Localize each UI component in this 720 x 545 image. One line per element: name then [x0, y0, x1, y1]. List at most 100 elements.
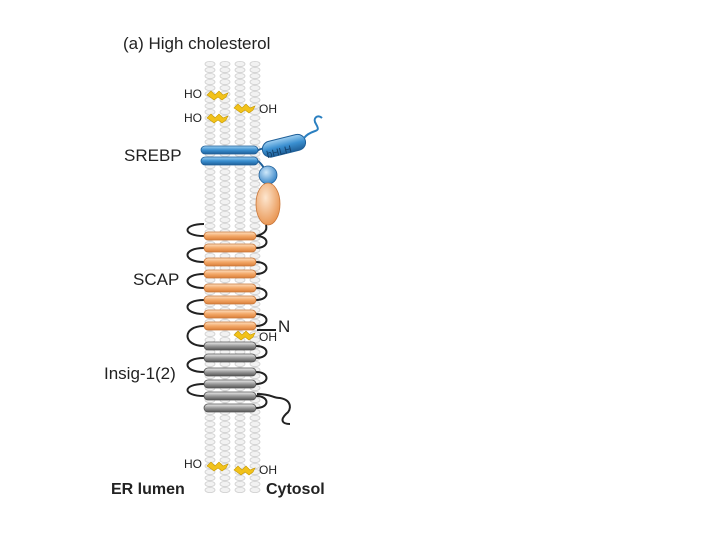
lipid-headgroup: [219, 73, 231, 80]
lipid-headgroup: [219, 444, 231, 451]
lipid-headgroup: [219, 222, 231, 229]
lipid-headgroup: [219, 330, 231, 337]
ho-label-top-1: HO: [184, 87, 202, 101]
lipid-headgroup: [234, 132, 246, 139]
lipid-headgroup: [234, 414, 246, 421]
lipid-headgroup: [204, 73, 216, 80]
lipid-headgroup: [219, 61, 231, 68]
lipid-headgroup: [219, 204, 231, 211]
srebp-protein: [200, 115, 323, 185]
lipid-headgroup: [249, 91, 261, 98]
protein-loop: [186, 383, 205, 397]
insig-tm-helix-2: [203, 353, 257, 363]
protein-loop: [186, 325, 205, 347]
lipid-headgroup: [204, 186, 216, 193]
lipid-headgroup: [249, 456, 261, 463]
lipid-headgroup: [249, 438, 261, 445]
lipid-headgroup: [204, 216, 216, 223]
lipid-headgroup: [249, 174, 261, 181]
lipid-headgroup: [204, 210, 216, 217]
lipid-headgroup: [234, 420, 246, 427]
lipid-headgroup: [234, 198, 246, 205]
lipid-headgroup: [219, 192, 231, 199]
lipid-headgroup: [249, 444, 261, 451]
lipid-headgroup: [204, 138, 216, 145]
protein-loop: [255, 345, 268, 359]
protein-loop: [255, 235, 268, 249]
lipid-headgroup: [234, 127, 246, 134]
lipid-headgroup: [219, 67, 231, 74]
lipid-headgroup: [249, 474, 261, 481]
lipid-headgroup: [219, 180, 231, 187]
lipid-headgroup: [234, 192, 246, 199]
lipid-headgroup: [234, 174, 246, 181]
lipid-headgroup: [204, 432, 216, 439]
lipid-headgroup: [234, 426, 246, 433]
lipid-headgroup: [234, 222, 246, 229]
lipid-headgroup: [249, 276, 261, 283]
lipid-headgroup: [204, 79, 216, 86]
lipid-headgroup: [204, 132, 216, 139]
lipid-headgroup: [204, 222, 216, 229]
scap-label: SCAP: [133, 270, 180, 289]
scap-tm-helix-6: [203, 295, 257, 305]
lipid-headgroup: [234, 97, 246, 104]
srebp-tm-helix-2: [200, 156, 259, 166]
scap-tm-helix-8: [203, 321, 257, 331]
lipid-headgroup: [204, 180, 216, 187]
lipid-headgroup: [234, 73, 246, 80]
lipid-headgroup: [219, 474, 231, 481]
oh-label-scap: OH: [259, 330, 277, 344]
lipid-headgroup: [219, 486, 231, 493]
lipid-headgroup: [204, 444, 216, 451]
protein-loop: [186, 357, 205, 373]
bhlh-tail: [303, 115, 323, 139]
sterol-group: [206, 90, 256, 476]
lipid-headgroup: [219, 109, 231, 116]
lipid-headgroup: [234, 115, 246, 122]
bhlh-domain: [261, 133, 307, 158]
lipid-headgroup: [219, 480, 231, 487]
lipid-headgroup: [204, 198, 216, 205]
insig-tm-helix-4: [203, 379, 257, 389]
oh-label-top: OH: [259, 102, 277, 116]
lipid-headgroup: [249, 180, 261, 187]
scap-tm-helix-4: [203, 269, 257, 279]
lipid-headgroup: [249, 264, 261, 271]
scap-tm-helix-2: [203, 243, 257, 253]
lipid-headgroup: [249, 61, 261, 68]
insig-tm-helix-5: [203, 391, 257, 401]
scap-tm-helix-1: [203, 231, 257, 241]
lipid-headgroup: [204, 486, 216, 493]
lipid-headgroup: [219, 426, 231, 433]
lipid-headgroup: [249, 132, 261, 139]
lipid-headgroup: [249, 67, 261, 74]
scap-tm-helix-7: [203, 309, 257, 319]
lipid-headgroup: [234, 79, 246, 86]
lipid-headgroup: [234, 438, 246, 445]
lipid-headgroup: [219, 186, 231, 193]
protein-loop: [186, 247, 205, 263]
protein-loop: [255, 287, 268, 301]
lipid-headgroup: [219, 198, 231, 205]
lipid-headgroup: [249, 336, 261, 343]
lipid-headgroup: [204, 192, 216, 199]
lipid-headgroup: [234, 138, 246, 145]
lipid-headgroup: [219, 103, 231, 110]
sterol-molecule-1: [206, 90, 229, 101]
insig-tm-helix-3: [203, 367, 257, 377]
lipid-headgroup: [249, 420, 261, 427]
lipid-headgroup: [204, 420, 216, 427]
lipid-headgroup: [204, 174, 216, 181]
lipid-headgroup: [219, 450, 231, 457]
lipid-headgroup: [234, 67, 246, 74]
lipid-headgroup: [249, 138, 261, 145]
lipid-headgroup: [249, 348, 261, 355]
scap-tm-helix-3: [203, 257, 257, 267]
lipid-headgroup: [234, 85, 246, 92]
lipid-headgroup: [234, 216, 246, 223]
lipid-headgroup: [219, 79, 231, 86]
lipid-headgroup: [219, 174, 231, 181]
